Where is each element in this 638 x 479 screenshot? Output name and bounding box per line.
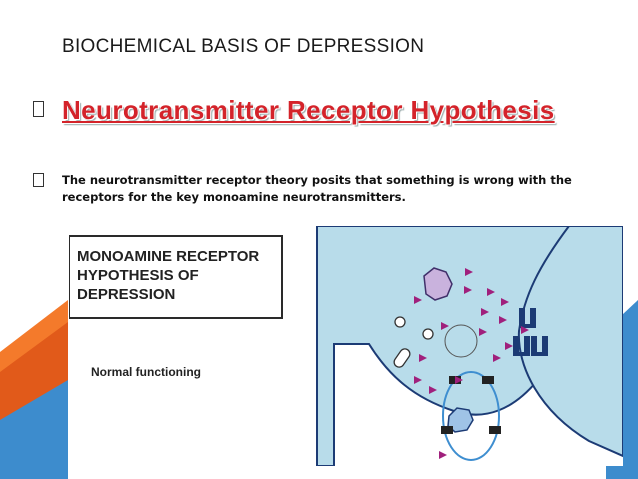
figure-label-line1: MONOAMINE RECEPTOR bbox=[77, 248, 259, 265]
receptor-icon bbox=[531, 336, 548, 356]
slide-title: BIOCHEMICAL BASIS OF DEPRESSION bbox=[62, 36, 425, 57]
receptor-icon bbox=[482, 376, 494, 384]
autoreceptor-ring bbox=[442, 371, 500, 461]
figure-label-line2: HYPOTHESIS OF bbox=[77, 267, 199, 284]
figure-label-box bbox=[69, 235, 283, 319]
vesicle-icon bbox=[422, 328, 434, 340]
receptor-icon bbox=[519, 308, 536, 328]
vesicle-icon bbox=[394, 316, 406, 328]
slide-heading: Neurotransmitter Receptor Hypothesis bbox=[62, 95, 555, 125]
figure-label-line3: DEPRESSION bbox=[77, 286, 175, 303]
receptor-icon bbox=[489, 426, 501, 434]
vesicle-icon bbox=[393, 348, 411, 368]
neurotransmitter-molecules bbox=[414, 268, 529, 459]
vesicle-icon bbox=[444, 324, 478, 358]
blue-corner-shape bbox=[0, 380, 68, 479]
slide-body-text: The neurotransmitter receptor theory pos… bbox=[62, 173, 572, 204]
postsynaptic-neuron bbox=[517, 226, 623, 458]
enzyme-icon bbox=[423, 267, 453, 301]
synapse-figure: MONOAMINE RECEPTOR HYPOTHESIS OF DEPRESS… bbox=[69, 226, 623, 466]
figure-caption: Normal functioning bbox=[91, 365, 201, 379]
bullet-icon bbox=[33, 101, 44, 117]
bullet-icon bbox=[33, 173, 44, 187]
receptor-icon bbox=[513, 336, 530, 356]
receptor-icon bbox=[441, 426, 453, 434]
